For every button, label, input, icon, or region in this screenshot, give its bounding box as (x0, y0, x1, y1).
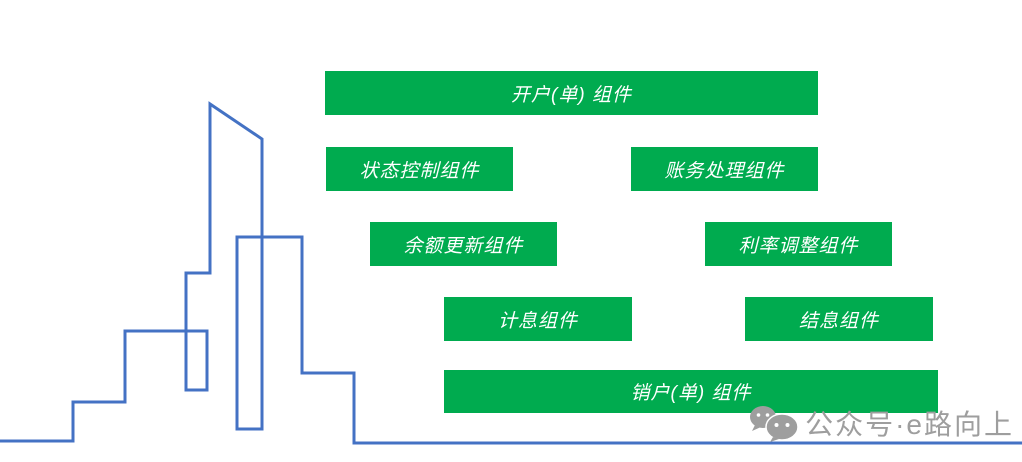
box-open-account: 开户(单) 组件 (325, 71, 818, 115)
box-close-account-label: 销户(单) 组件 (630, 383, 752, 404)
box-balance-update-label: 余额更新组件 (403, 235, 524, 257)
wechat-icon (750, 406, 799, 442)
box-interest-settlement: 结息组件 (745, 297, 933, 341)
box-balance-update: 余额更新组件 (370, 222, 557, 266)
box-interest-accrual: 计息组件 (444, 297, 632, 341)
box-status-control-label: 状态控制组件 (359, 160, 480, 182)
box-interest-accrual-label: 计息组件 (497, 310, 578, 332)
box-close-account: 销户(单) 组件 (444, 370, 938, 413)
watermark: 公众号·e路向上 (749, 403, 1014, 443)
box-interest-rate-adjust: 利率调整组件 (705, 222, 892, 266)
box-accounting-process: 账务处理组件 (631, 147, 818, 191)
box-interest-settlement-label: 结息组件 (798, 310, 879, 332)
box-accounting-process-label: 账务处理组件 (664, 160, 785, 182)
box-open-account-label: 开户(单) 组件 (511, 84, 632, 106)
box-status-control: 状态控制组件 (326, 147, 513, 191)
watermark-text: 公众号·e路向上 (805, 409, 1014, 440)
box-interest-rate-adjust-label: 利率调整组件 (738, 235, 859, 257)
